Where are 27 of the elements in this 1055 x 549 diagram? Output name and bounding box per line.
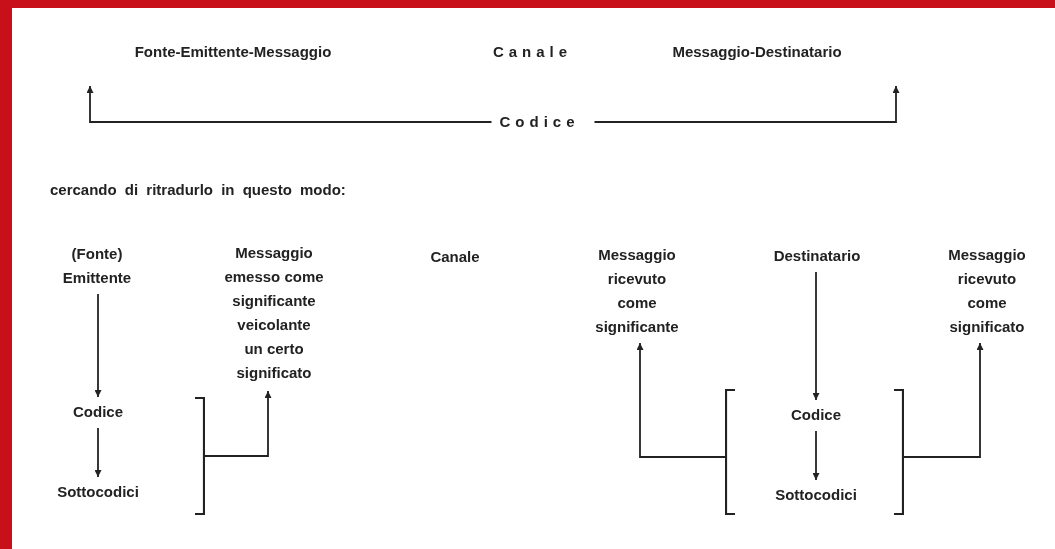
text-label: Sottocodici (775, 485, 857, 505)
bracket (894, 389, 904, 515)
arrow (812, 430, 820, 481)
arrow (903, 342, 984, 458)
arrow (593, 85, 900, 123)
text-label: Messaggio emesso come significante veicolante un certo significato (224, 243, 324, 383)
note-text: cercando di ritradurlo in questo modo: (50, 181, 346, 198)
text-label: Codice (499, 112, 580, 132)
text-label: Messaggio ricevuto come significante (595, 245, 679, 337)
text-label: Messaggio-Destinatario (672, 42, 842, 62)
arrow (94, 427, 102, 478)
text-label: Codice (73, 402, 123, 422)
text-label: Canale (492, 42, 573, 62)
arrow (86, 85, 493, 123)
bracket (195, 397, 205, 515)
bracket (725, 389, 735, 515)
arrow (636, 342, 726, 458)
text-label: Messaggio ricevuto come significato (948, 245, 1026, 337)
arrow (812, 271, 820, 401)
text-label: Codice (791, 405, 841, 425)
arrow (204, 390, 272, 457)
text-label: Sottocodici (57, 482, 139, 502)
text-label: Canale (430, 247, 480, 267)
text-label: (Fonte) Emittente (62, 244, 132, 288)
text-label: Destinatario (773, 246, 861, 266)
text-label: Fonte-Emittente-Messaggio (134, 42, 332, 62)
arrow (94, 293, 102, 398)
